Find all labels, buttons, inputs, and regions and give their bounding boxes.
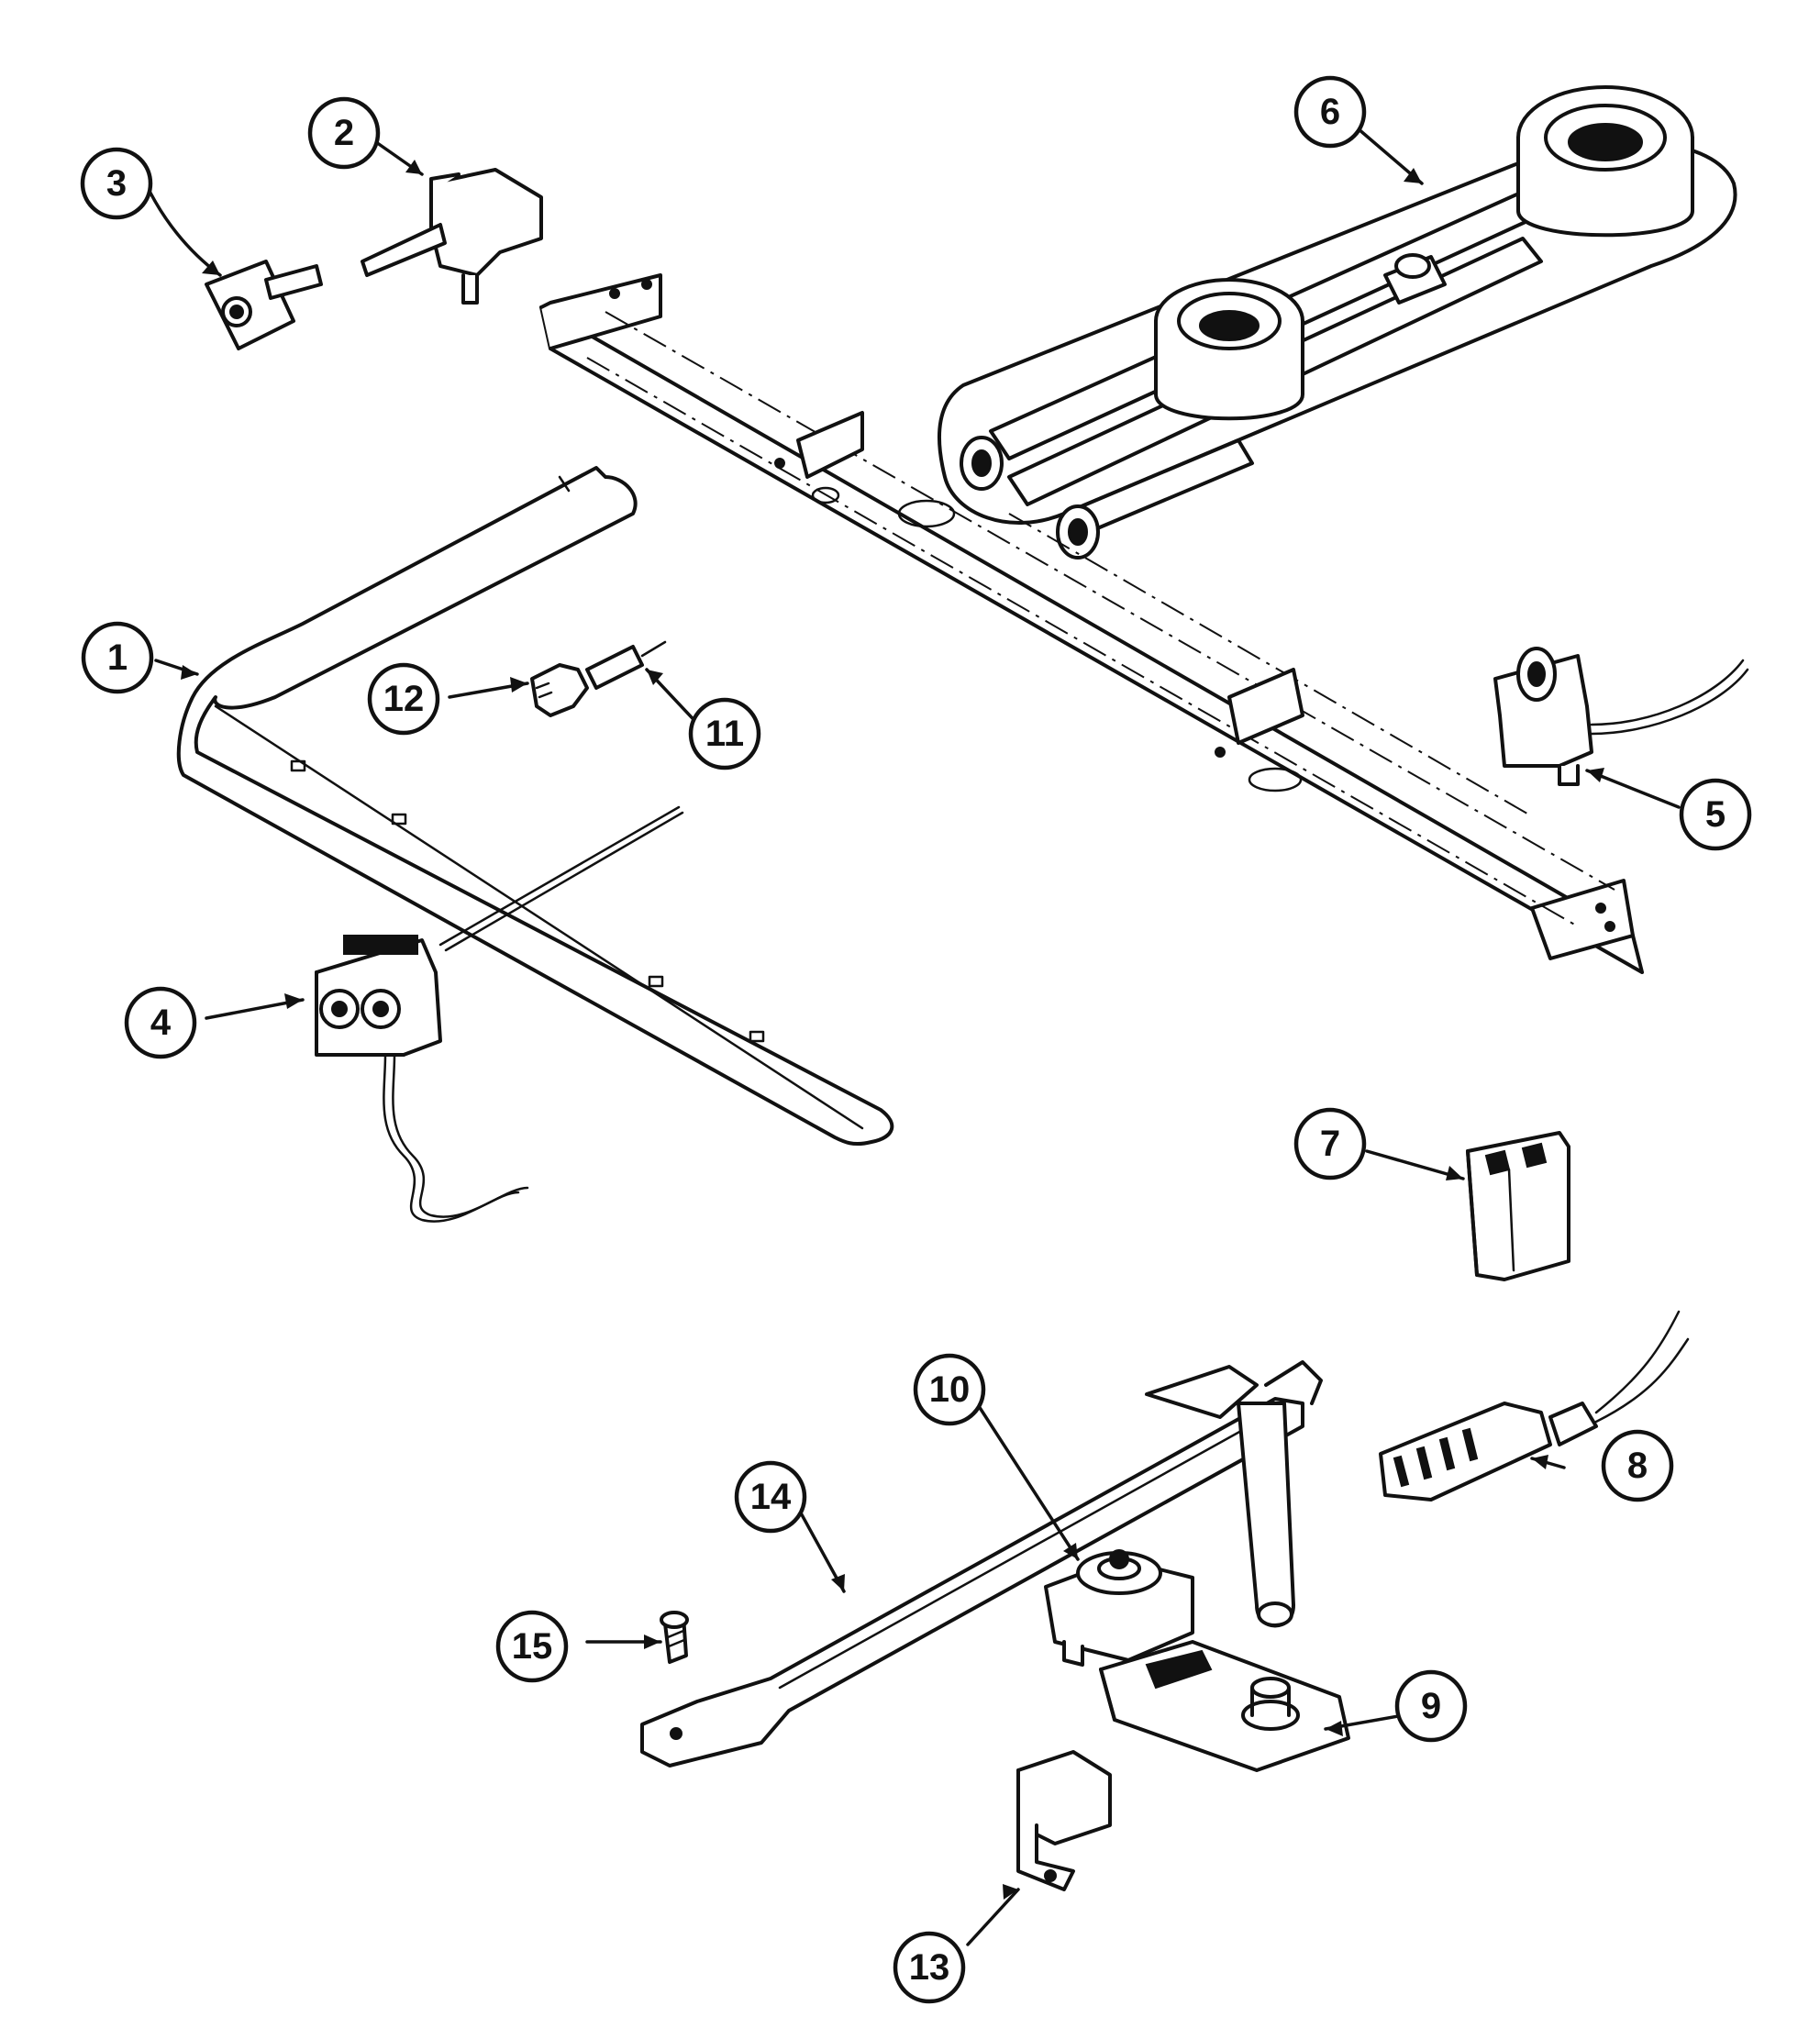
callout-13[interactable]: 13	[893, 1931, 966, 2004]
part-3-bracket	[205, 260, 323, 350]
part-9-housing	[1099, 1640, 1350, 1772]
part-5-bracket	[1493, 647, 1749, 786]
part-13-bracket	[1016, 1750, 1112, 1891]
part-14-burner-tube	[640, 1360, 1323, 1768]
callout-7[interactable]: 7	[1293, 1107, 1367, 1180]
callout-10[interactable]: 10	[913, 1353, 986, 1426]
part-10-valve	[1044, 1549, 1194, 1667]
part-12-fitting	[530, 640, 667, 717]
callout-2-label: 2	[334, 113, 354, 153]
callout-15-label: 15	[512, 1626, 553, 1667]
callout-11[interactable]: 11	[688, 697, 761, 770]
part-4-switch	[315, 935, 529, 1223]
callout-13-label: 13	[909, 1947, 950, 1988]
callout-11-label: 11	[705, 714, 744, 754]
callout-4-label: 4	[150, 1003, 172, 1043]
callout-15[interactable]: 15	[495, 1610, 569, 1683]
callout-9-label: 9	[1421, 1686, 1441, 1726]
callout-1[interactable]: 1	[81, 621, 154, 694]
callout-4[interactable]: 4	[124, 986, 197, 1059]
callout-12[interactable]: 12	[367, 662, 440, 736]
callout-5[interactable]: 5	[1679, 778, 1752, 851]
manifold-channel	[539, 273, 1644, 974]
callout-6-label: 6	[1320, 92, 1340, 132]
callout-3-label: 3	[106, 163, 127, 204]
callout-9[interactable]: 9	[1394, 1669, 1468, 1743]
callout-7-label: 7	[1320, 1124, 1340, 1164]
part-15-screw	[660, 1611, 689, 1664]
callout-14-label: 14	[750, 1477, 792, 1517]
callout-6[interactable]: 6	[1293, 75, 1367, 149]
callout-8-label: 8	[1627, 1446, 1648, 1486]
part-7-block	[1466, 1131, 1570, 1281]
callout-14[interactable]: 14	[734, 1460, 807, 1534]
part-1-tube	[176, 466, 894, 1147]
callout-10-label: 10	[929, 1369, 971, 1410]
part-2-clip	[361, 168, 543, 305]
callout-5-label: 5	[1705, 794, 1726, 835]
part-8-igniter	[1379, 1310, 1690, 1502]
callout-3[interactable]: 3	[80, 147, 153, 220]
callout-12-label: 12	[383, 679, 425, 719]
callout-1-label: 1	[107, 637, 128, 678]
callout-8[interactable]: 8	[1601, 1429, 1674, 1502]
callout-2[interactable]: 2	[307, 96, 381, 170]
part-6-burner-assembly	[938, 85, 1737, 560]
